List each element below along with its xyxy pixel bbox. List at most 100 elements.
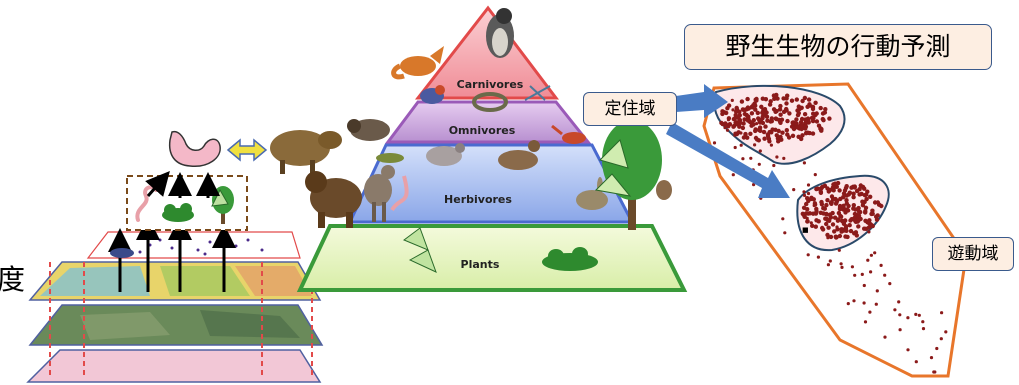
location-point <box>731 125 735 129</box>
location-point <box>837 188 841 192</box>
location-point <box>852 299 855 302</box>
location-point <box>855 233 859 237</box>
location-point <box>836 219 840 223</box>
location-point <box>782 157 785 160</box>
location-point <box>804 131 808 135</box>
location-point <box>723 121 727 125</box>
location-point <box>795 97 799 101</box>
location-point <box>830 211 834 215</box>
location-point <box>847 302 850 305</box>
location-point <box>740 99 744 103</box>
location-point <box>883 336 886 339</box>
location-point <box>838 234 842 238</box>
location-point <box>811 105 815 109</box>
location-point <box>897 300 900 303</box>
location-point <box>804 125 808 129</box>
location-point <box>832 229 836 233</box>
boar-icon <box>270 130 342 174</box>
location-point <box>935 347 938 350</box>
location-point <box>763 107 767 111</box>
location-point <box>732 173 735 176</box>
location-point <box>755 122 758 125</box>
grasshopper-icon <box>376 153 404 163</box>
location-point <box>870 254 873 257</box>
location-point <box>817 256 820 259</box>
location-point <box>888 282 891 285</box>
location-point <box>898 313 901 316</box>
location-point <box>915 360 918 363</box>
location-point <box>746 118 750 122</box>
location-point <box>879 204 883 208</box>
location-point <box>784 101 788 105</box>
location-point <box>839 229 843 233</box>
location-point <box>782 110 786 114</box>
location-point <box>797 111 801 115</box>
location-point <box>783 231 786 234</box>
location-point <box>840 219 844 223</box>
location-point <box>814 209 818 213</box>
location-point <box>813 204 816 207</box>
location-point <box>846 204 850 208</box>
location-point <box>763 112 767 116</box>
location-point <box>863 301 866 304</box>
resource-box <box>127 176 247 230</box>
location-point <box>829 259 832 262</box>
location-point <box>723 126 726 129</box>
location-point <box>856 224 860 228</box>
location-point <box>768 102 772 106</box>
location-point <box>787 135 791 139</box>
location-point <box>731 99 734 102</box>
location-point <box>876 200 880 204</box>
location-point <box>807 97 811 101</box>
location-point <box>821 118 825 122</box>
location-point <box>734 146 737 149</box>
location-point <box>720 112 724 116</box>
location-point <box>861 273 864 276</box>
location-point <box>863 284 866 287</box>
location-point <box>821 111 825 115</box>
location-point <box>906 316 909 319</box>
location-point <box>852 185 856 189</box>
location-point <box>753 143 756 146</box>
location-point <box>749 124 753 128</box>
location-point <box>815 111 819 115</box>
location-point <box>864 206 868 210</box>
location-point <box>870 209 874 213</box>
roaming-area-callout: 遊動域 <box>932 237 1014 271</box>
location-point <box>848 218 852 222</box>
map-layer-bottom <box>28 350 320 382</box>
location-point <box>753 129 757 133</box>
location-point <box>762 130 766 134</box>
location-point <box>862 187 866 191</box>
location-point <box>713 141 716 144</box>
location-point <box>863 193 867 197</box>
location-point <box>814 173 817 176</box>
location-point <box>775 155 778 158</box>
location-point <box>843 228 847 232</box>
location-point <box>832 186 836 190</box>
location-point <box>807 253 810 256</box>
location-point <box>824 222 828 226</box>
behavior-plot: ■ <box>704 84 966 376</box>
location-point <box>791 134 795 138</box>
tier-label-plants: Plants <box>461 258 500 271</box>
resident-area-callout: 定住域 <box>583 92 677 126</box>
location-point <box>746 114 750 118</box>
location-point <box>778 104 782 108</box>
location-point <box>804 202 808 206</box>
map-label: ■ <box>802 226 809 234</box>
location-point <box>871 224 875 228</box>
location-point <box>866 259 869 262</box>
location-point <box>802 206 806 210</box>
location-point <box>867 230 870 233</box>
location-point <box>816 187 820 191</box>
location-point <box>940 311 943 314</box>
location-point <box>770 144 773 147</box>
location-point <box>802 190 805 193</box>
location-point <box>906 348 909 351</box>
location-point <box>825 186 829 190</box>
location-point <box>867 220 871 224</box>
location-point <box>776 136 780 140</box>
location-point <box>838 249 841 252</box>
location-point <box>921 320 924 323</box>
